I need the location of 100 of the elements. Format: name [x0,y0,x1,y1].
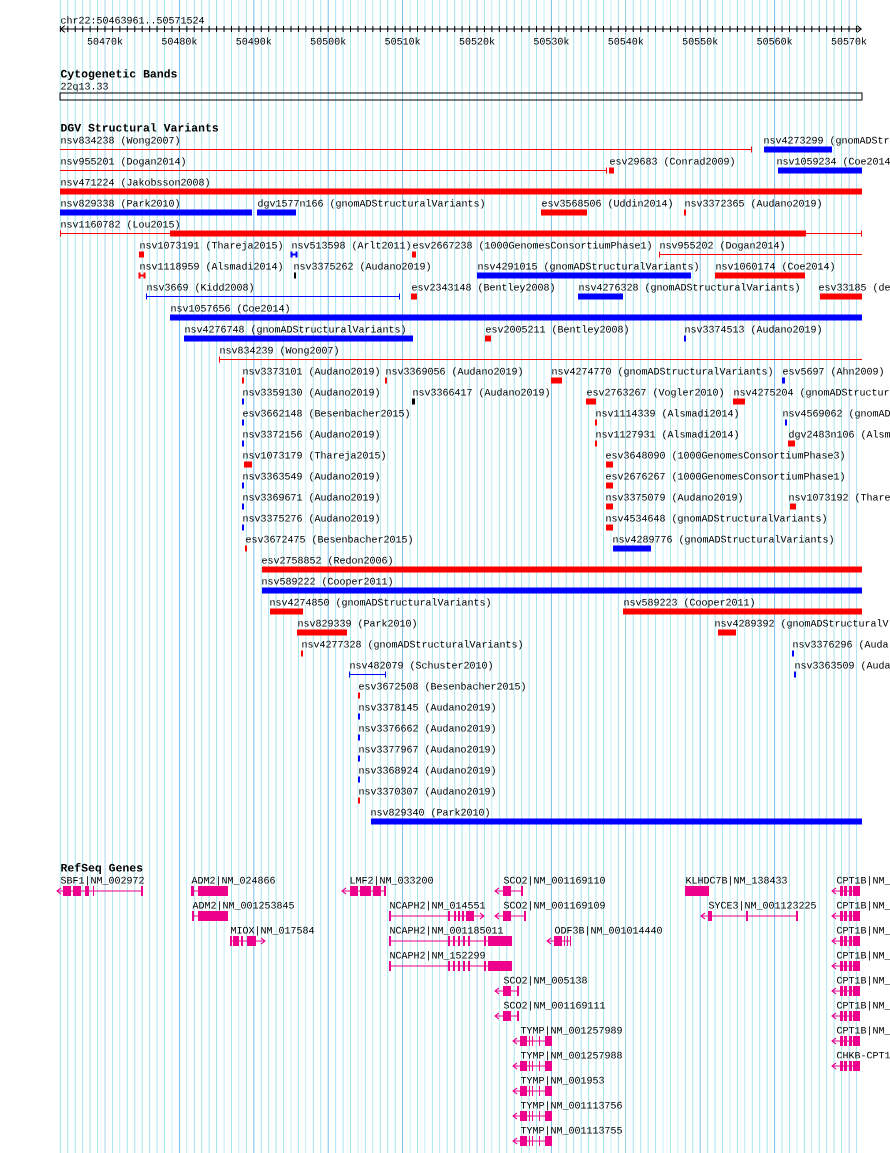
axis-tick-label: 50500k [310,37,346,45]
feature-label: nsv4273299 (gnomADStr [764,136,889,146]
feature-label: nsv4291015 (gnomADStructuralVariants) [478,262,698,272]
feature-label: nsv3370307 (Audano2019) [359,787,495,797]
feature-label: nsv3374513 (Audano2019) [685,325,821,335]
gene-label: CPT1B|NM_ [837,926,890,936]
feature-label: nsv3376296 (Auda [793,640,889,650]
feature-label: nsv1057656 (Coe2014) [171,304,289,314]
feature-label: nsv829340 (Park2010) [371,808,489,818]
gene-label: SYCE3|NM_001123225 [708,901,816,911]
axis-tick-label: 50560k [757,37,793,45]
axis-tick-label: 50530k [534,37,569,45]
feature-label: nsv4274770 (gnomADStructuralVariants) [552,367,772,377]
feature-label: nsv3368924 (Audano2019) [359,766,495,776]
feature-label: esv3648090 (1000GenomesConsortiumPhase3) [606,451,844,461]
feature-label: esv2343148 (Bentley2008) [412,283,554,293]
feature-label: nsv589222 (Cooper2011) [262,577,392,587]
feature-label: nsv834238 (Wong2007) [61,136,179,146]
feature-label: esv2676267 (1000GenomesConsortiumPhase1) [606,472,844,482]
axis-tick-label: 50480k [162,37,197,45]
feature-label: nsv955201 (Dogan2014) [61,157,185,167]
feature-label: nsv3375262 (Audano2019) [294,262,430,272]
feature-label: nsv1073192 (Thare [789,493,890,503]
feature-label: esv2763267 (Vogler2010) [587,388,723,398]
gene-label: ADM2|NM_001253845 [192,901,294,911]
feature-label: nsv4277328 (gnomADStructuralVariants) [302,640,522,650]
feature-label: nsv3366417 (Audano2019) [413,388,549,398]
track-title: DGV Structural Variants [61,123,219,132]
gene-label: SCO2|NM_001169110 [503,876,605,886]
gene-label: LMF2|NM_033200 [350,876,433,886]
feature-label: nsv3369056 (Audano2019) [386,367,522,377]
feature-label: nsv3375079 (Audano2019) [606,493,742,503]
feature-label: nsv3372156 (Audano2019) [243,430,379,440]
feature-label: nsv1114339 (Alsmadi2014) [596,409,738,419]
feature-label: dgv1577n166 (gnomADStructuralVariants) [258,199,484,209]
gene-label: TYMP|NM_001113756 [520,1101,622,1111]
feature-label: nsv3373101 (Audano2019) [243,367,379,377]
feature-label: nsv3378145 (Audano2019) [359,703,495,713]
axis-tick-label: 50550k [682,37,718,45]
feature-label: esv3672508 (Besenbacher2015) [359,682,525,692]
gene-label: TYMP|NM_001953 [520,1076,604,1086]
feature-label: esv29683 (Conrad2009) [610,157,734,167]
feature-label: nsv3359130 (Audano2019) [243,388,379,398]
feature-label: nsv3376662 (Audano2019) [359,724,495,734]
feature-label: nsv834239 (Wong2007) [220,346,338,356]
feature-label: esv2758852 (Redon2006) [262,556,392,566]
feature-label: esv2005211 (Bentley2008) [486,325,628,335]
feature-label: nsv4276328 (gnomADStructuralVariants) [579,283,799,293]
track-title: RefSeq Genes [61,863,143,874]
gene-label: KLHDC7B|NM_138433 [686,876,787,886]
gene-label: ODF3B|NM_001014440 [555,926,662,936]
gene-label: CHKB-CPT1 [837,1051,890,1059]
axis-tick-label: 50510k [385,37,421,45]
gene-label: SCO2|NM_005138 [503,976,587,986]
feature-label: nsv3363509 (Auda [795,661,890,671]
feature-label: nsv3369671 (Audano2019) [243,493,379,503]
axis-tick-label: 50490k [236,37,272,45]
position-label: chr22:50463961..50571524 [61,16,204,24]
feature-label: nsv3669 (Kidd2008) [147,283,253,293]
feature-label: esv5697 (Ahn2009) [783,367,883,377]
feature-label: nsv482079 (Schuster2010) [350,661,492,671]
feature-label: esv33185 (de [819,283,890,293]
gene-label: CPT1B|NM_ [837,1001,890,1011]
feature-label: nsv3363549 (Audano2019) [243,472,379,482]
feature-label: nsv471224 (Jakobsson2008) [61,178,209,188]
feature-label: nsv1060174 (Coe2014) [716,262,834,272]
feature-label: nsv955202 (Dogan2014) [660,241,784,251]
feature-label: nsv1118959 (Alsmadi2014) [140,262,282,272]
track-title: Cytogenetic Bands [60,69,177,80]
feature-label: esv3672475 (Besenbacher2015) [246,535,412,545]
feature-label: nsv1073191 (Thareja2015) [140,241,282,251]
feature-label: esv2667238 (1000GenomesConsortiumPhase1) [413,241,651,251]
axis-tick-label: 50470k [87,37,123,45]
gene-label: TYMP|NM_001257989 [520,1026,622,1036]
feature-label: nsv589223 (Cooper2011) [624,598,754,608]
axis-tick-label: 50520k [459,37,495,45]
feature-label: nsv4534648 (gnomADStructuralVariants) [606,514,826,524]
feature-label: nsv3377967 (Audano2019) [359,745,495,755]
gene-label: CPT1B|NM_ [837,976,890,986]
feature-label: nsv4274850 (gnomADStructuralVariants) [270,598,490,608]
gene-label: TYMP|NM_001113755 [520,1126,622,1136]
gene-label: CPT1B|NM_ [837,901,890,911]
feature-label: esv3568506 (Uddin2014) [542,199,672,209]
axis-tick-label: 50540k [608,37,644,45]
feature-label: esv3662148 (Besenbacher2015) [243,409,409,419]
feature-label: nsv1127931 (Alsmadi2014) [596,430,738,440]
feature-label: nsv1160782 (Lou2015) [61,220,179,230]
gene-label: SCO2|NM_001169111 [503,1001,605,1011]
feature-label: nsv513598 (Arlt2011) [292,241,410,251]
gene-label: NCAPH2|NM_001185011 [390,926,503,936]
feature-label: nsv1059234 (Coe2014 [777,157,890,167]
feature-label: nsv1073179 (Thareja2015) [243,451,385,461]
gene-label: CPT1B|NM_ [837,951,890,961]
gene-label: NCAPH2|NM_014551 [390,901,485,911]
gene-label: CPT1B|NM_ [837,1026,890,1036]
feature-label: nsv3372365 (Audano2019) [685,199,821,209]
gene-label: MIOX|NM_017584 [231,926,314,936]
feature-label: nsv4289392 (gnomADStructuralV [715,619,889,629]
feature-label: dgv2483n106 (Alsm [789,430,890,440]
feature-label: nsv4289776 (gnomADStructuralVariants) [613,535,833,545]
